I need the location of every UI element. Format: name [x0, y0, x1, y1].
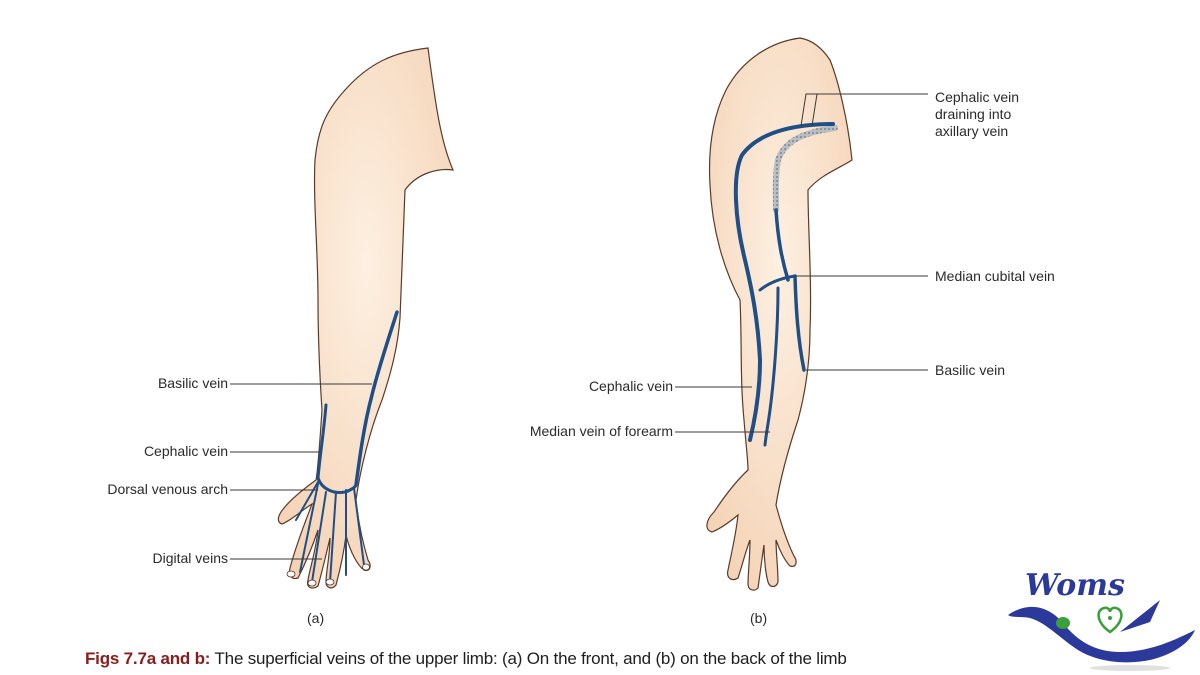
caption-text: The superficial veins of the upper limb:… [214, 649, 847, 668]
label-median-vein-of-forearm: Median vein of forearm [529, 423, 673, 439]
label-basilic-vein-b: Basilic vein [935, 362, 1006, 378]
label-median-cubital-vein: Median cubital vein [935, 268, 1055, 284]
label-digital-veins: Digital veins [152, 550, 228, 566]
figure-number: Figs 7.7a and b: [85, 649, 211, 668]
label-line-2: draining into [935, 106, 1012, 122]
label-line-3: axillary vein [935, 123, 1009, 139]
veins-front [295, 310, 399, 583]
leader-lines-a [230, 383, 372, 560]
veins-back [733, 122, 838, 447]
arm-back-view [675, 37, 928, 591]
label-line-1: Cephalic vein [935, 89, 1020, 105]
woms-logo: Woms [1008, 568, 1195, 671]
label-basilic-vein-a: Basilic vein [157, 375, 228, 391]
figure-caption: Figs 7.7a and b: The superficial veins o… [85, 649, 847, 669]
label-dorsal-venous-arch: Dorsal venous arch [107, 481, 228, 497]
label-cephalic-vein-b: Cephalic vein [588, 378, 673, 394]
leader-lines-b [675, 93, 928, 433]
arm-front-view [230, 47, 454, 589]
heart-icon [1097, 606, 1123, 634]
label-cephalic-vein-a: Cephalic vein [143, 443, 228, 459]
panel-tag-a: (a) [307, 610, 325, 626]
logo-wordmark: Woms [1025, 568, 1125, 603]
label-cephalic-draining-axillary: Cephalic vein draining into axillary vei… [935, 89, 1019, 140]
panel-tag-b: (b) [750, 610, 768, 626]
leaf-icon [1056, 617, 1070, 629]
